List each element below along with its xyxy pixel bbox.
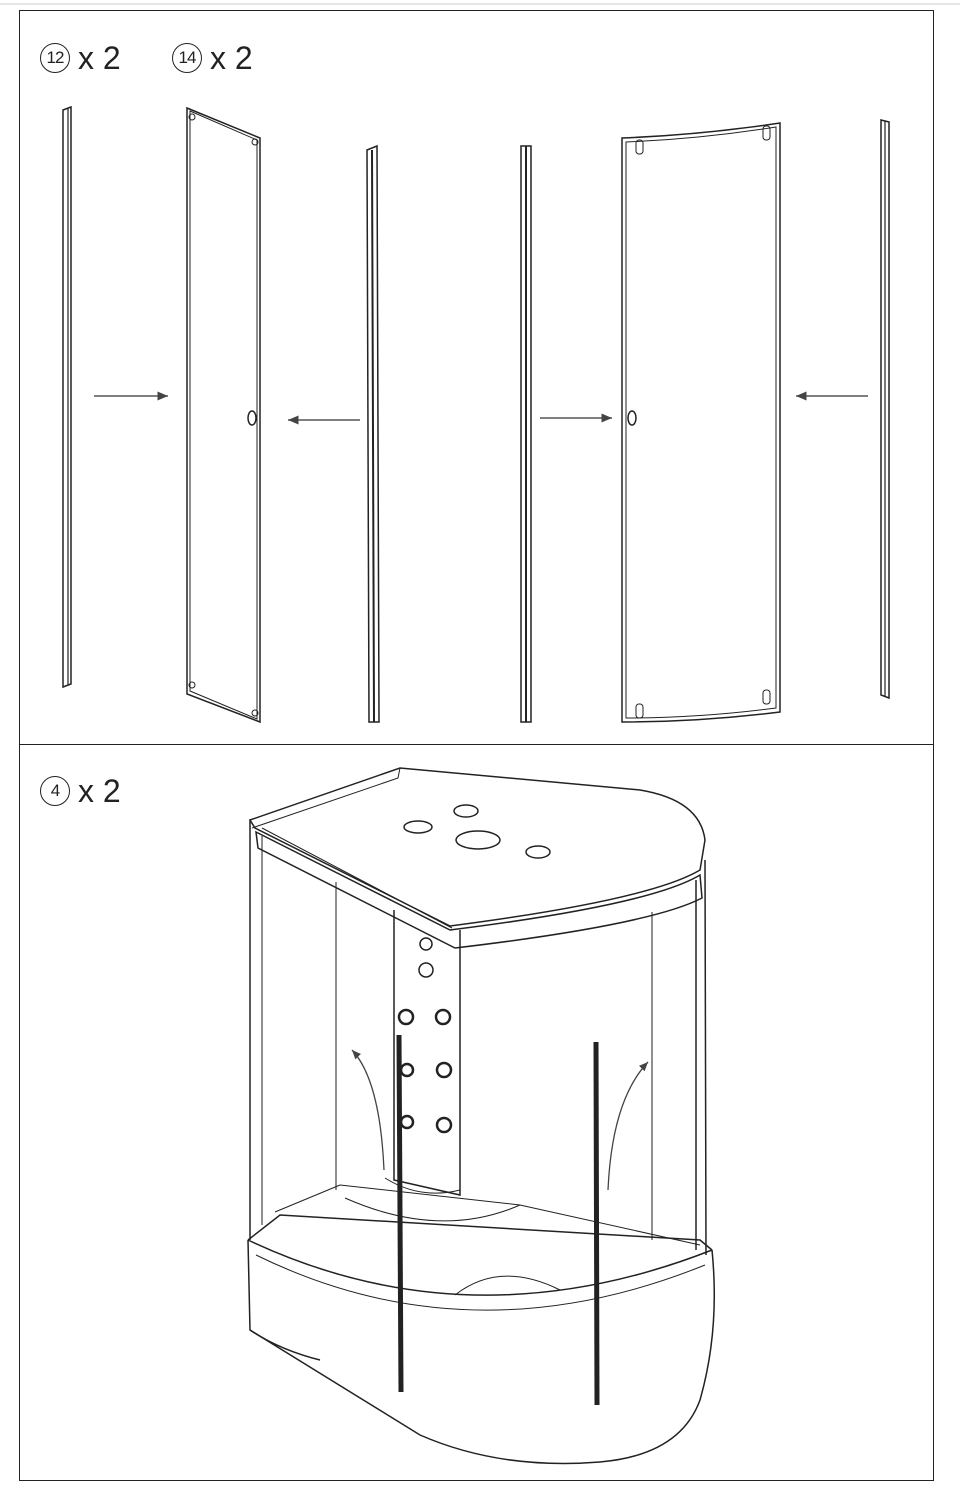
seal-strip-right <box>880 119 890 700</box>
profile-strip-install-left <box>396 1034 404 1393</box>
seal-strip-left <box>62 105 72 689</box>
part-label-12: 12 x 2 <box>40 42 121 74</box>
part-quantity: x 2 <box>78 773 121 809</box>
profile-strip-install-right <box>593 1041 600 1406</box>
part-label-4: 4 x 2 <box>40 775 121 807</box>
glass-panel-left <box>186 106 261 724</box>
shower-cabin <box>247 767 716 1465</box>
profile-strip-1 <box>366 144 380 723</box>
part-quantity: x 2 <box>210 40 253 76</box>
top-border-line <box>0 3 960 5</box>
part-number-circle: 4 <box>40 776 70 806</box>
part-number-circle: 12 <box>40 43 70 73</box>
profile-strip-2 <box>520 145 532 723</box>
assembly-step-panel-bottom <box>19 744 934 1481</box>
curved-glass-door <box>621 122 781 723</box>
part-label-14: 14 x 2 <box>172 42 253 74</box>
part-number-circle: 14 <box>172 43 202 73</box>
part-quantity: x 2 <box>78 40 121 76</box>
